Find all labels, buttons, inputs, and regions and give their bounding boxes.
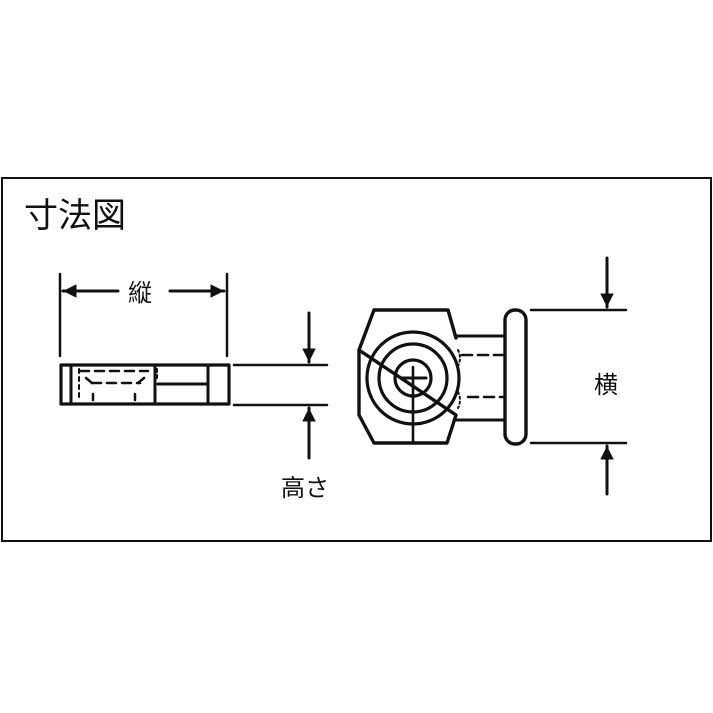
side-view (58, 272, 329, 460)
head-outline (357, 308, 458, 445)
height-label: 高さ (281, 474, 329, 502)
width-label: 横 (594, 371, 618, 399)
diagram-frame (1, 177, 712, 542)
side-view-body (59, 363, 231, 406)
top-view (357, 256, 628, 496)
flange (503, 308, 528, 446)
diagram-title: 寸法図 (24, 196, 126, 236)
length-label: 縦 (128, 279, 152, 307)
